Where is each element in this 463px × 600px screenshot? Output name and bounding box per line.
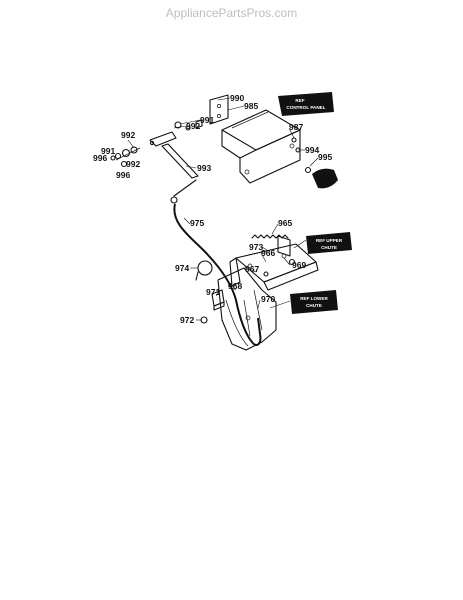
- part-label-992b: 992: [121, 130, 135, 140]
- part-label-967: 967: [245, 264, 259, 274]
- part-label-992: 992: [186, 121, 200, 131]
- part-label-995: 995: [318, 152, 332, 162]
- spring: [251, 234, 289, 239]
- lever-hardware: [110, 146, 141, 168]
- knob: [304, 166, 338, 189]
- part-label-973: 973: [249, 242, 263, 252]
- ref-tag-control-panel-line2: CONTROL PANEL: [286, 105, 325, 110]
- part-label-968: 968: [228, 281, 242, 291]
- part-label-987: 987: [289, 122, 303, 132]
- part-label-991: 991: [200, 115, 214, 125]
- part-label-996: 996: [93, 153, 107, 163]
- part-label-965: 965: [278, 218, 292, 228]
- ref-tag-lower-chute: REF LOWER CHUTE: [290, 290, 338, 314]
- ref-tag-upper-chute-line1: REF UPPER: [316, 238, 343, 243]
- part-label-971: 971: [206, 287, 220, 297]
- control-panel-bracket: [195, 94, 301, 184]
- ref-tag-control-panel-line1: REF: [295, 98, 304, 103]
- control-lever: [149, 131, 199, 179]
- part-label-972: 972: [180, 315, 194, 325]
- part-label-996b: 996: [116, 170, 130, 180]
- ref-tag-lower-chute-line1: REF LOWER: [300, 296, 328, 301]
- ref-tag-lower-chute-line2: CHUTE: [306, 303, 322, 308]
- watermark: AppliancePartsPros.com: [165, 6, 298, 20]
- part-label-969: 969: [292, 260, 306, 270]
- part-label-991b: 991: [101, 146, 115, 156]
- part-label-993: 993: [197, 163, 211, 173]
- part-label-994: 994: [305, 145, 319, 155]
- leader-lines: [127, 97, 333, 321]
- chute-bracket: [229, 235, 319, 291]
- ref-tag-upper-chute: REF UPPER CHUTE: [306, 232, 352, 254]
- part-label-990: 990: [230, 93, 244, 103]
- part-label-974: 974: [175, 263, 189, 273]
- part-labels: 990 985 991 992 987 994 995 992 991 996 …: [93, 93, 332, 325]
- part-label-975: 975: [190, 218, 204, 228]
- ref-tag-control-panel: REF CONTROL PANEL: [278, 92, 334, 116]
- cable-bracket: [200, 289, 225, 324]
- lower-chute: [217, 267, 277, 351]
- part-label-985: 985: [244, 101, 258, 111]
- ref-tag-upper-chute-line2: CHUTE: [321, 245, 337, 250]
- part-label-992c: 992: [126, 159, 140, 169]
- part-label-966: 966: [261, 248, 275, 258]
- cable-clip: [195, 260, 213, 281]
- part-label-970: 970: [261, 294, 275, 304]
